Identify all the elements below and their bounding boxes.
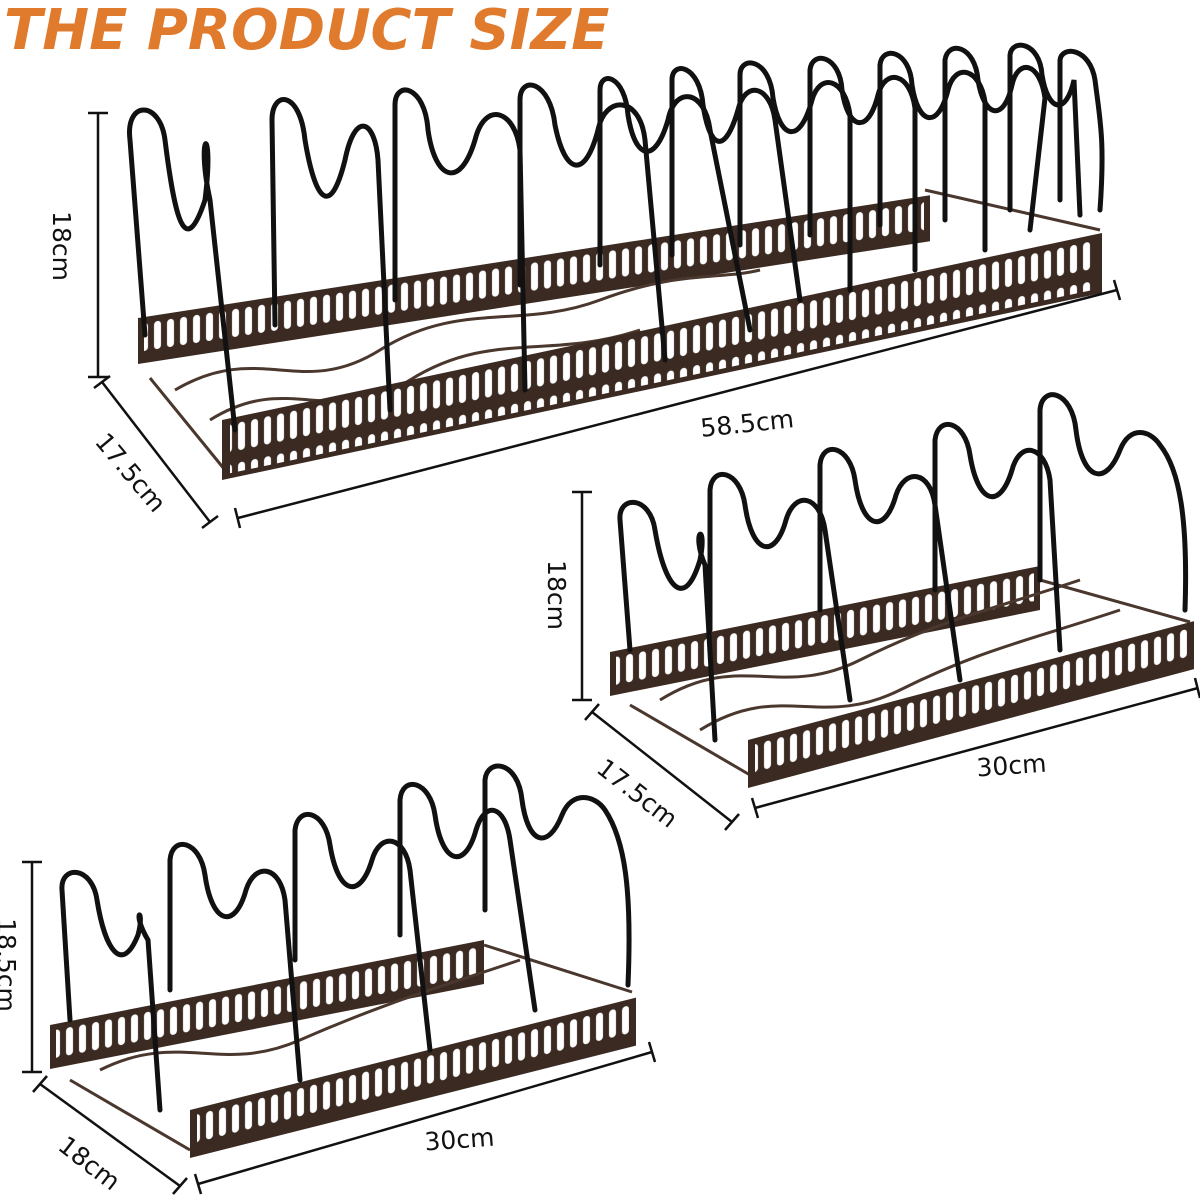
rack-base-wires	[69, 943, 633, 1152]
height-label: 18.5cm	[0, 918, 21, 1012]
height-label: 18cm	[47, 211, 76, 281]
rack-back-panel	[610, 565, 1040, 696]
height-label: 18cm	[542, 560, 571, 630]
page-title: THE PRODUCT SIZE	[4, 0, 610, 63]
rack-dimension-lines	[88, 111, 1122, 529]
rack-medium: 18cm 17.5cm 30cm	[542, 392, 1200, 834]
depth-label: 17.5cm	[89, 427, 171, 517]
depth-label: 17.5cm	[591, 753, 683, 834]
rack-front-panel	[748, 621, 1194, 788]
rack-dividers	[59, 763, 632, 1113]
rack-extended: 18cm 17.5cm 58.5cm	[47, 42, 1122, 529]
rack-dimension-lines	[572, 490, 1200, 831]
rack-dividers	[617, 392, 1189, 743]
rack-dividers	[127, 42, 1105, 433]
rack-small: 18.5cm 18cm 30cm	[0, 763, 657, 1196]
rack-dimension-lines	[22, 860, 657, 1195]
rack-base-wires	[629, 578, 1191, 777]
length-label: 30cm	[976, 749, 1048, 783]
length-label: 30cm	[424, 1123, 496, 1157]
depth-label: 18cm	[53, 1130, 126, 1196]
rack-back-panel	[50, 940, 484, 1069]
rack-front-panel	[190, 997, 636, 1158]
length-label: 58.5cm	[699, 404, 795, 443]
rack-front-panel	[222, 232, 1102, 480]
